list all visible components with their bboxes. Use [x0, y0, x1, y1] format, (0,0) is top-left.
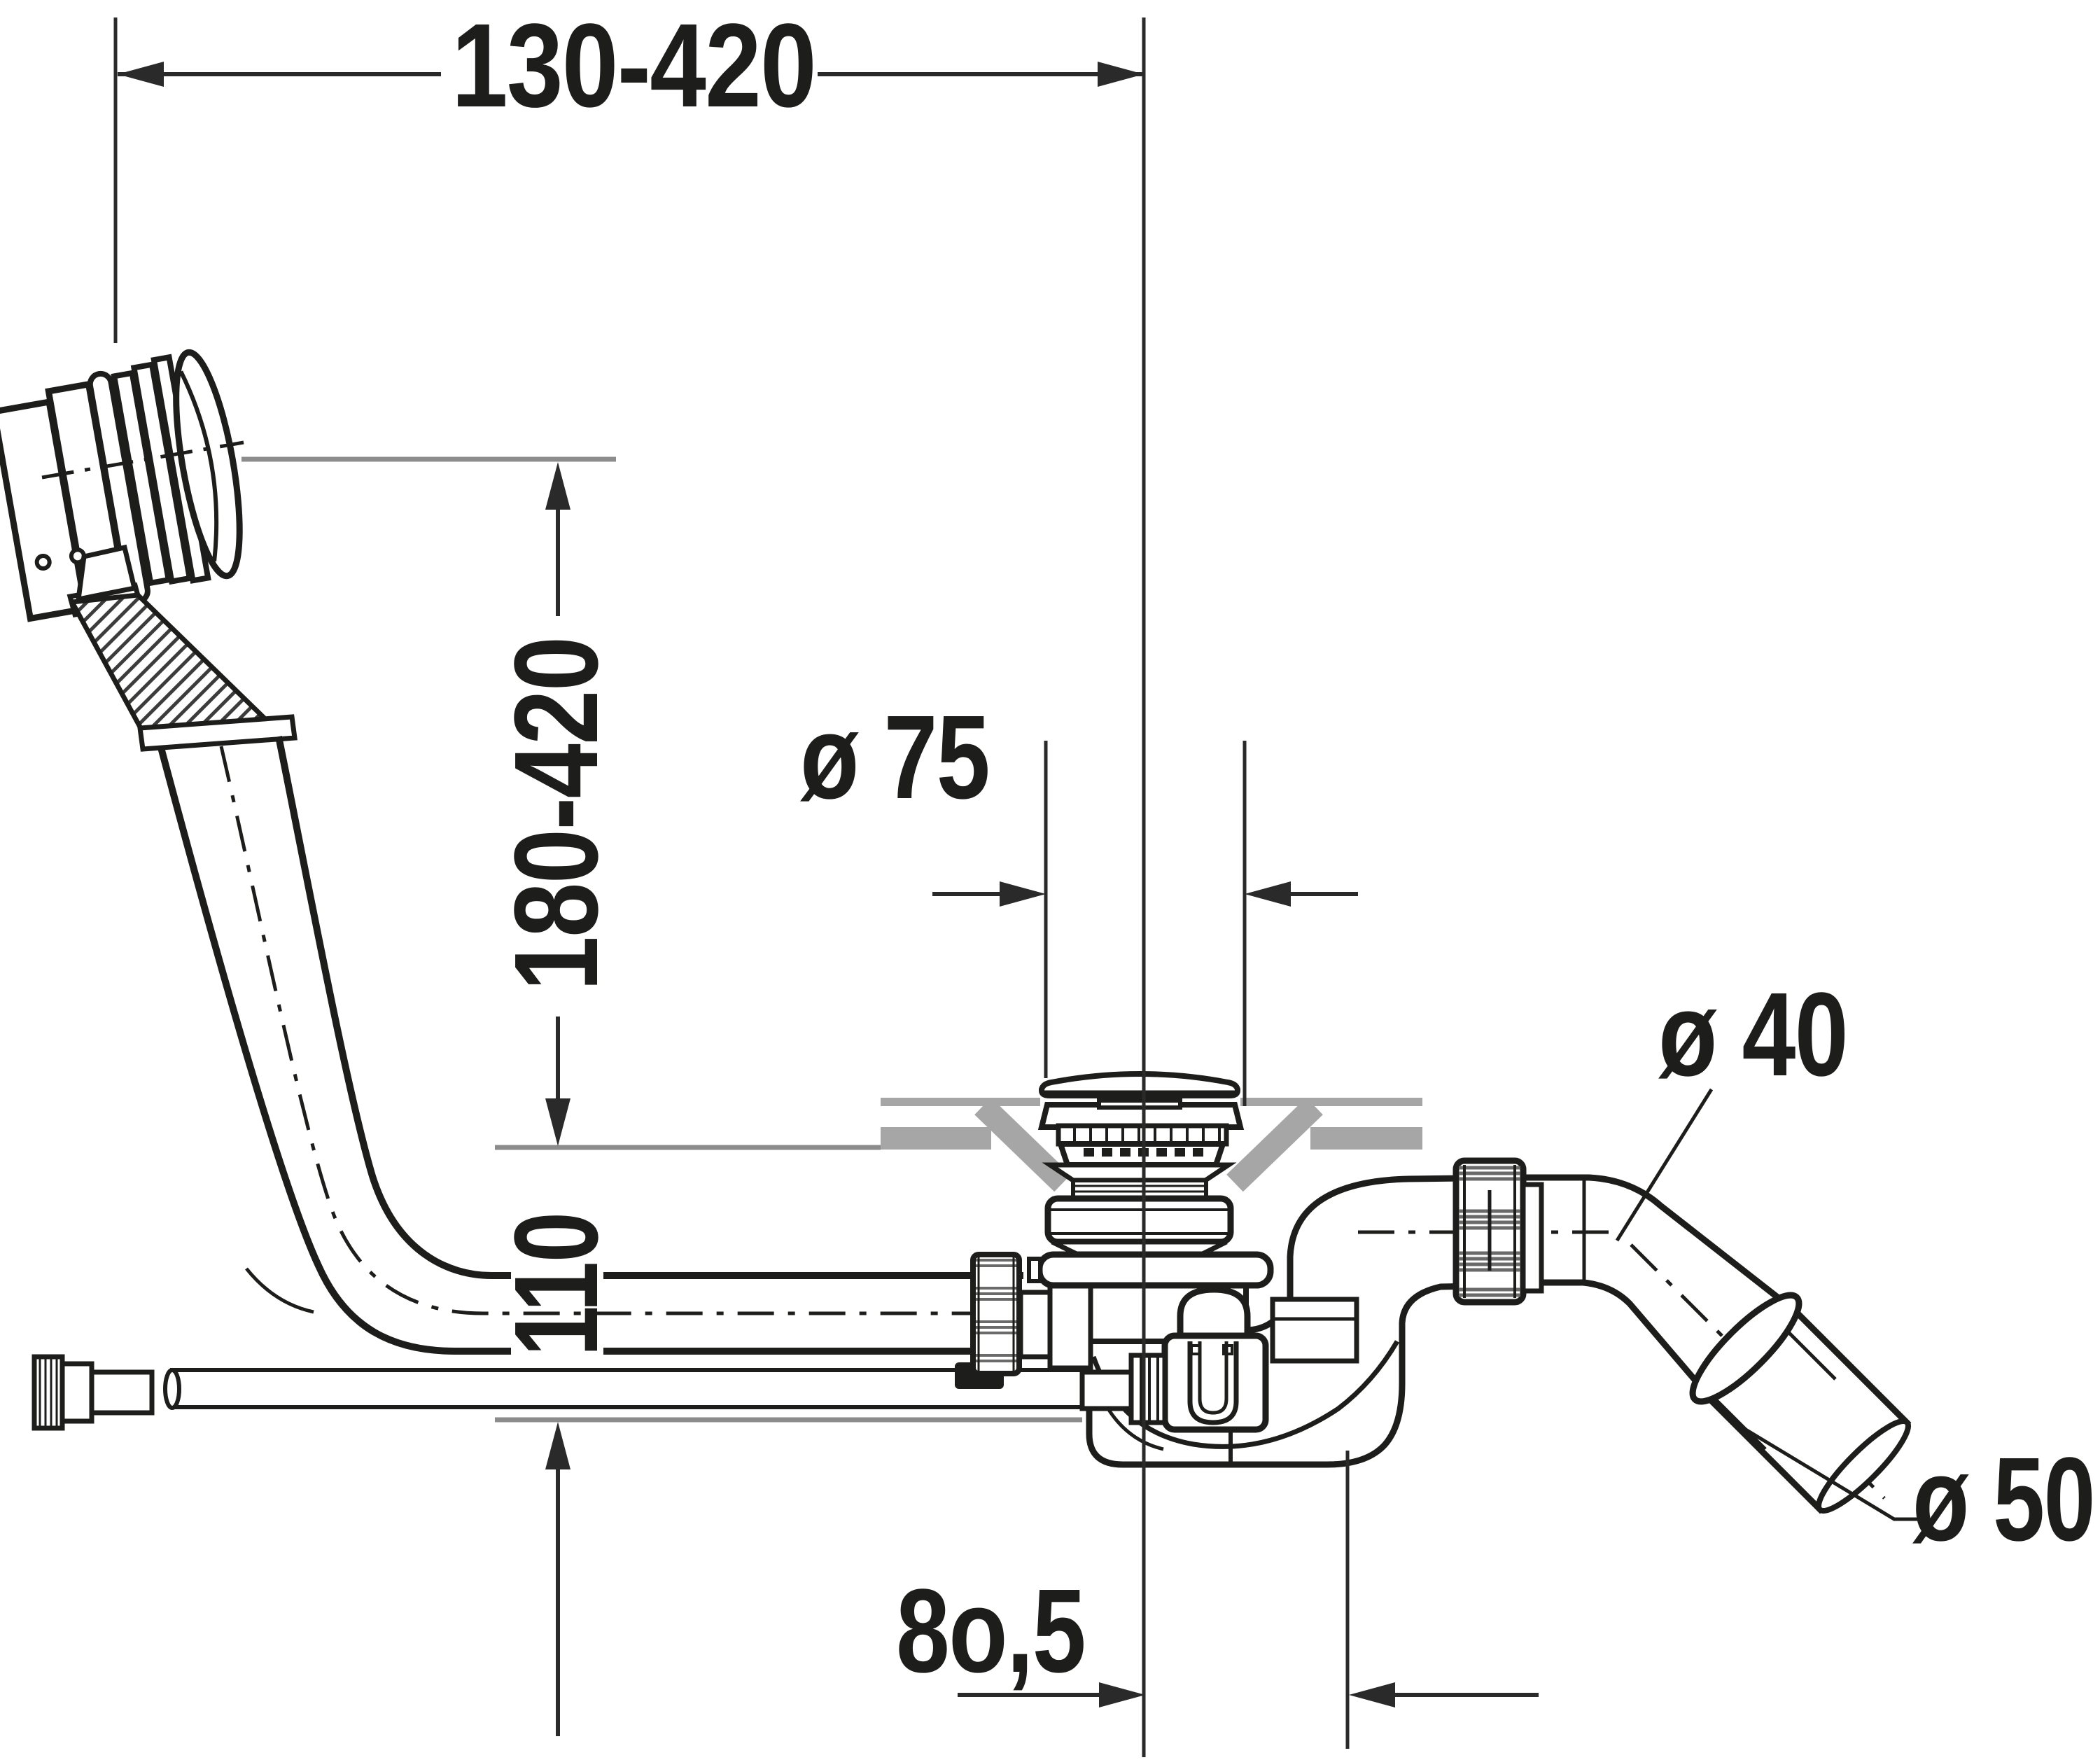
hose-end-collar: [137, 714, 298, 752]
cable-fitting-stem: [89, 1369, 155, 1416]
u-notch: [1222, 1344, 1233, 1355]
pipe-wall-line: [245, 1267, 314, 1314]
drain-trap: [1018, 1174, 1522, 1468]
outlet-assembly: [1358, 1157, 1912, 1514]
dimension-label-overflow-height: 180-420: [490, 638, 623, 991]
stem-bar: [1097, 1098, 1182, 1110]
tub-floor-left-band: [881, 1127, 991, 1150]
overflow-neck: [75, 544, 138, 603]
outlet-union-nut: [1452, 1157, 1527, 1306]
leader-line-outlet: [1737, 1423, 1919, 1521]
lock-collar: [1036, 1251, 1274, 1289]
dimension-drain-diameter: ø 75: [800, 691, 1358, 1106]
inlet-flange-plate: [1018, 1290, 1053, 1360]
flexible-hose: [68, 592, 298, 752]
dip-tube-u-inner: [1198, 1341, 1228, 1415]
dimension-outlet-offset: 8o,5: [896, 1451, 1539, 1749]
tub-recess-left-slope: [974, 1097, 1071, 1192]
dimension-pipe-diameter: ø 40: [1615, 968, 1849, 1242]
weep-holes: [1084, 1148, 1203, 1157]
cable-assembly: [31, 1354, 1082, 1431]
inlet-nut-threads: [976, 1259, 1016, 1362]
dimension-overflow-height: 180-420: [490, 462, 623, 1146]
arrowhead-left: [1349, 1682, 1395, 1707]
overflow-pipe: [158, 736, 1082, 1355]
arrowhead-up: [545, 462, 570, 510]
arrowhead-right: [1098, 62, 1144, 87]
outlet-pipe-top-edge: [1519, 1174, 1791, 1309]
dimension-outlet-diameter: ø 50: [1737, 1423, 2096, 1566]
pipe-outer-edge: [158, 746, 1023, 1355]
arrowhead-up: [545, 1422, 570, 1469]
tub-floor: [881, 1097, 1422, 1192]
dimension-trap-height: 110: [490, 1213, 623, 1736]
arrowhead-right: [1000, 881, 1046, 907]
arrowhead-down: [545, 1098, 570, 1146]
outlet-pipe-bottom-edge: [1519, 1279, 1707, 1392]
nut-step-ring: [1520, 1182, 1544, 1294]
inlet-union-nut: [970, 1252, 1022, 1376]
inner-pipe-edge: [1781, 1325, 1837, 1381]
inlet-flange-plate-2: [1047, 1278, 1093, 1371]
pipe-centerline: [219, 746, 1082, 1315]
dimension-label-outlet-diameter: ø 50: [1912, 1433, 2094, 1566]
bracket-screw-hole: [34, 554, 52, 571]
corrugated-hose-body: [68, 592, 272, 732]
sleeve-flange: [1689, 1292, 1802, 1405]
tub-floor-right-band: [1310, 1127, 1422, 1150]
conduit-connector: [1079, 1369, 1134, 1411]
gasket-collar: [1042, 1162, 1237, 1183]
tub-recess-right-slope: [1226, 1097, 1323, 1192]
dimension-label-trap-height: 110: [490, 1213, 623, 1357]
u-notch: [1190, 1344, 1201, 1355]
knob-face-contour: [178, 370, 219, 561]
inner-pipe-edge: [1711, 1395, 1767, 1451]
arrowhead-left: [118, 62, 164, 87]
cable-end-cap: [31, 1354, 65, 1431]
dip-tube-block: [1161, 1332, 1269, 1433]
dip-tube-arch: [1177, 1286, 1251, 1339]
dimension-top-width: 130-420: [113, 0, 1144, 343]
dimension-label-outlet-offset: 8o,5: [896, 1565, 1085, 1698]
leader-line-pipe: [1615, 1088, 1714, 1242]
conduit-open-end: [163, 1368, 181, 1410]
waste-body-bulge: [1044, 1195, 1234, 1245]
trap-outlet-joint: [1270, 1297, 1359, 1364]
arrowhead-left: [1245, 881, 1291, 907]
inlet-nut-body: [970, 1252, 1022, 1376]
arrowhead-right: [1099, 1682, 1145, 1707]
dimension-label-top-width: 130-420: [451, 0, 816, 132]
strainer-slots: [1073, 1127, 1221, 1143]
drain-waste-stack: [1027, 1071, 1274, 1289]
collar-tab: [1027, 1257, 1042, 1283]
dip-tube-u-outer: [1187, 1341, 1239, 1425]
pipe-inner-edge: [275, 736, 1023, 1279]
overflow-control-unit: [0, 349, 244, 622]
dimension-label-drain-diameter: ø 75: [800, 691, 989, 824]
cable-fitting-body: [59, 1361, 94, 1424]
trap-internal-curve: [1091, 1340, 1400, 1449]
dimension-label-pipe-diameter: ø 40: [1658, 968, 1847, 1101]
rotary-knob-cap: [173, 349, 243, 580]
